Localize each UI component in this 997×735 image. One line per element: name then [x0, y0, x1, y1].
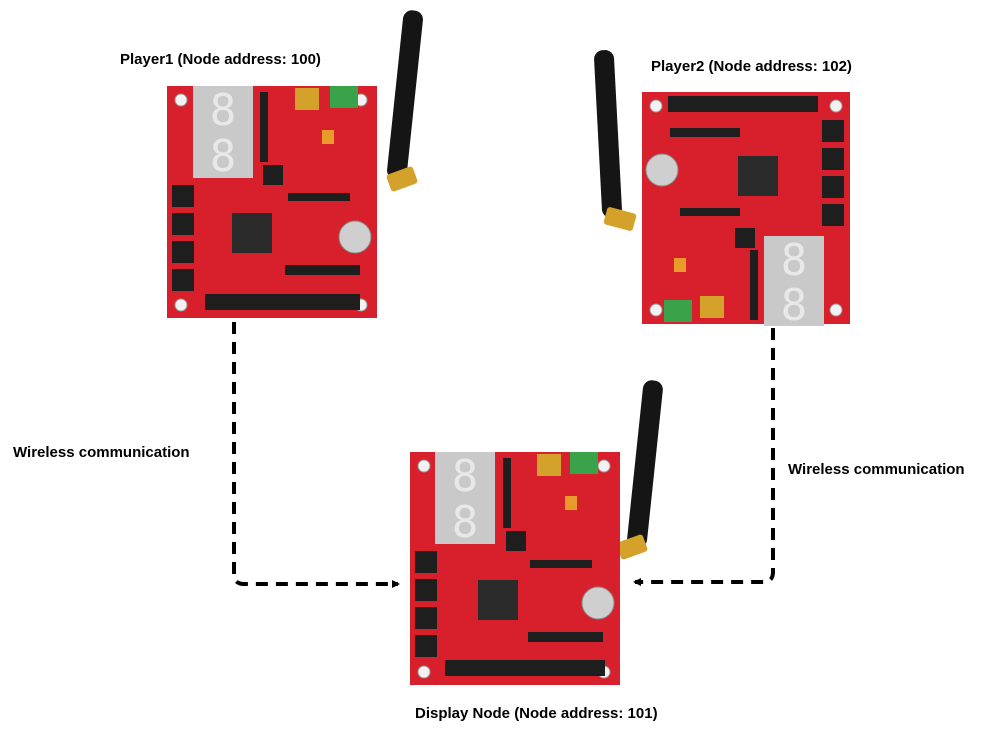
display-node-pin-header — [445, 660, 605, 676]
svg-text:8: 8 — [452, 451, 479, 502]
left-link-label: Wireless communication — [13, 444, 190, 461]
player2-pin-header — [668, 96, 818, 112]
player2-antenna — [594, 50, 637, 231]
player1-seven-segment-display: 8 8 — [193, 85, 253, 182]
left-wireless-link-arrow — [232, 322, 400, 588]
player1-pin-header — [205, 294, 360, 310]
player1-buttons — [172, 185, 194, 291]
right-wireless-link-arrow — [633, 328, 775, 586]
svg-text:8: 8 — [781, 280, 808, 331]
right-link-label: Wireless communication — [788, 461, 965, 478]
svg-text:8: 8 — [452, 497, 479, 548]
player2-board: 8 8 — [594, 50, 850, 331]
player2-mcu-chip — [738, 156, 778, 196]
display-node-mcu-chip — [478, 580, 518, 620]
svg-text:8: 8 — [781, 235, 808, 286]
player1-antenna — [386, 10, 423, 192]
player1-board: 8 8 — [167, 10, 423, 318]
display-node-board: 8 8 — [410, 380, 663, 685]
display-node-antenna — [616, 380, 663, 560]
player2-label: Player2 (Node address: 102) — [651, 58, 852, 75]
player2-seven-segment-display: 8 8 — [764, 235, 824, 331]
svg-text:8: 8 — [210, 131, 237, 182]
display-node-buttons — [415, 551, 437, 657]
player1-mcu-chip — [232, 213, 272, 253]
display-node-seven-segment-display: 8 8 — [435, 451, 495, 548]
svg-text:8: 8 — [210, 85, 237, 136]
player1-label: Player1 (Node address: 100) — [120, 51, 321, 68]
display-node-label: Display Node (Node address: 101) — [415, 705, 658, 722]
player2-buttons — [822, 120, 844, 226]
